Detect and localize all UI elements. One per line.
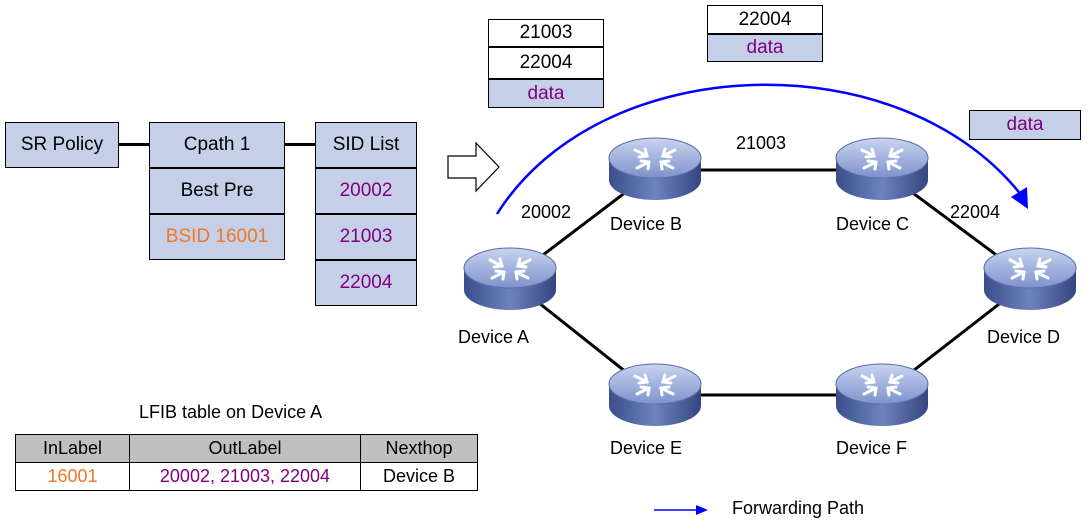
lfib-header-nexthop: Nexthop xyxy=(360,434,478,463)
device-e-label: Device E xyxy=(610,438,683,458)
connector-line xyxy=(285,143,315,146)
forwarding-path-curve xyxy=(495,83,1023,215)
lfib-table: InLabel OutLabel Nexthop 16001 20002, 21… xyxy=(15,434,478,491)
lfib-cell-nexthop: Device B xyxy=(360,462,478,491)
device-f-label: Device F xyxy=(836,438,908,458)
legend-label: Forwarding Path xyxy=(732,498,865,518)
stack1-data: data xyxy=(488,79,604,108)
hollow-arrow-icon xyxy=(447,141,500,193)
lfib-header-inlabel: InLabel xyxy=(15,434,130,463)
stack1-label-1: 21003 xyxy=(488,19,604,47)
sid-box-1: 20002 xyxy=(315,168,417,214)
link-label-bc: 21003 xyxy=(736,133,787,153)
forwarding-path-arrowhead xyxy=(1011,187,1028,209)
stack1-label-2: 22004 xyxy=(488,47,604,79)
device-a-label: Device A xyxy=(458,327,530,347)
stack3-data: data xyxy=(969,110,1081,140)
legend-arrowhead xyxy=(696,505,708,515)
link-label-ab: 20002 xyxy=(521,202,572,222)
lfib-cell-inlabel: 16001 xyxy=(15,462,130,491)
link-label-cd: 22004 xyxy=(950,202,1001,222)
connector-line xyxy=(119,143,149,146)
stack2-data: data xyxy=(707,34,823,62)
router-icon-device-b xyxy=(608,137,702,200)
sid-box-3: 22004 xyxy=(315,260,417,306)
device-b-label: Device B xyxy=(610,214,683,234)
lfib-header-row: InLabel OutLabel Nexthop xyxy=(15,434,478,463)
sid-list-title-box: SID List xyxy=(315,122,417,168)
device-c-label: Device C xyxy=(836,214,910,234)
router-icon-device-a xyxy=(463,247,557,310)
router-icon-device-c xyxy=(835,137,929,200)
device-d-label: Device D xyxy=(987,327,1061,347)
router-icon-device-f xyxy=(835,363,929,426)
lfib-row: 16001 20002, 21003, 22004 Device B xyxy=(15,462,478,491)
bsid-box: BSID 16001 xyxy=(149,214,285,260)
lfib-cell-outlabel: 20002, 21003, 22004 xyxy=(129,462,361,491)
best-pre-box: Best Pre xyxy=(149,168,285,214)
cpath-box: Cpath 1 xyxy=(149,122,285,168)
sid-box-2: 21003 xyxy=(315,214,417,260)
stack2-label-1: 22004 xyxy=(707,5,823,34)
router-icon-device-d xyxy=(983,247,1077,310)
lfib-title: LFIB table on Device A xyxy=(139,402,323,422)
sr-policy-box: SR Policy xyxy=(5,122,119,168)
router-icon-device-e xyxy=(608,363,702,426)
lfib-header-outlabel: OutLabel xyxy=(129,434,361,463)
